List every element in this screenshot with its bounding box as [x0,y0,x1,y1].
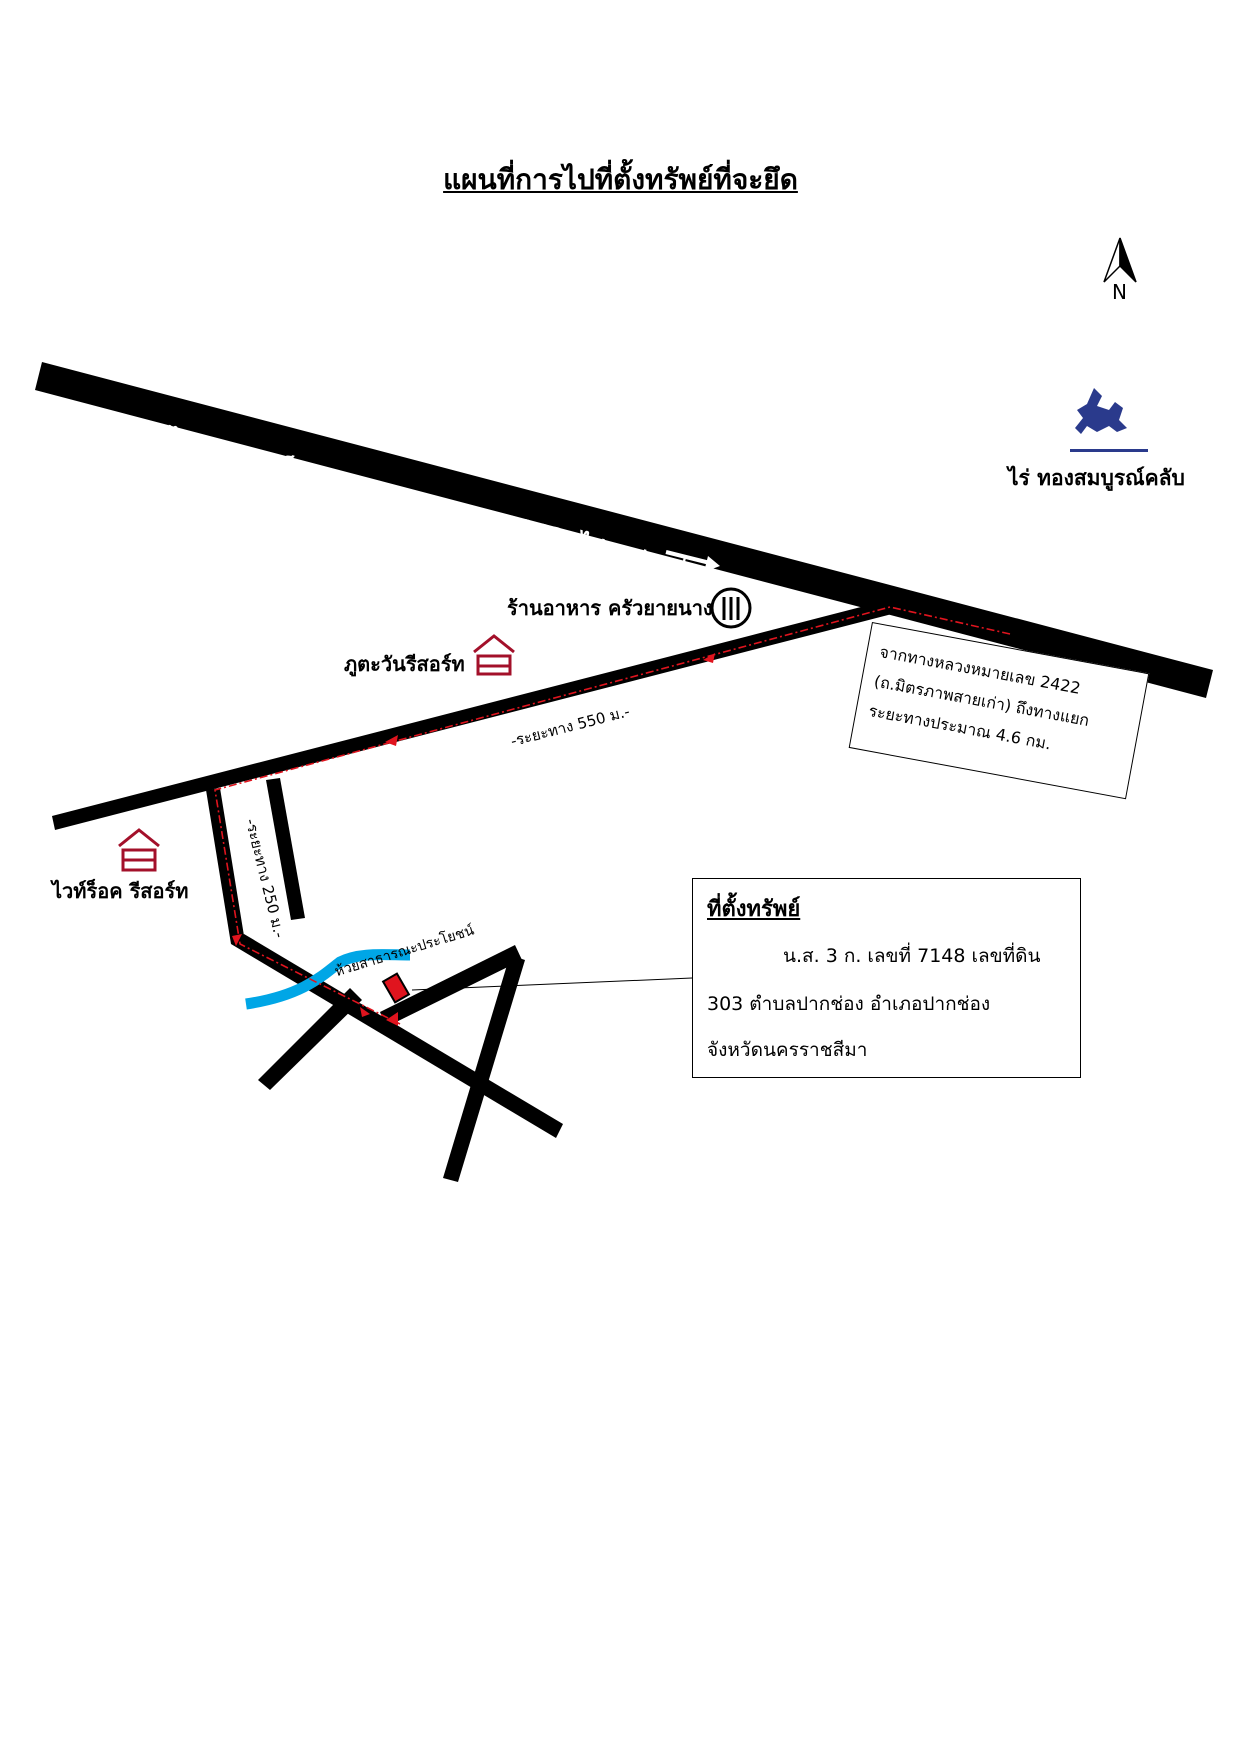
route-arrow [703,653,715,663]
property-marker [381,972,411,1004]
restaurant-icon [710,587,752,629]
stream [245,949,411,1010]
route-arrow [385,735,398,746]
property-line-2: 303 ตำบลปากช่อง อำเภอปากช่อง [707,993,991,1015]
property-title: ที่ตั้งทรัพย์ [707,897,801,922]
north-label: N [1112,280,1127,304]
arrow-left-icon [80,410,141,435]
access-road [206,788,245,944]
property-box: ที่ตั้งทรัพย์ น.ส. 3 ก. เลขที่ 7148 เลขท… [692,878,1081,1078]
cross-road-1 [258,988,362,1090]
cross-road-3 [443,955,525,1182]
hotel-icon [118,828,160,872]
restaurant-label: ร้านอาหาร ครัวยายนาง [507,596,713,620]
north-arrow-icon [1103,237,1137,283]
route-arrow [360,1007,370,1017]
branch-road [52,600,892,830]
rai-logo-icon [1070,388,1148,452]
cross-road-2 [380,945,522,1027]
hotel-icon [473,634,515,676]
highway-2243 [35,362,1213,698]
leader-line [411,977,693,991]
whiterock-resort-label: ไวท์ร็อค รีสอร์ท [52,879,189,903]
rai-label: ไร่ ทองสมบูรณ์คลับ [1008,466,1185,490]
route-line [214,606,1011,1025]
route-arrow [232,934,242,946]
property-line-1: น.ส. 3 ก. เลขที่ 7148 เลขที่ดิน [783,945,1041,967]
property-line-3: จังหวัดนครราชสีมา [707,1039,868,1061]
arrow-right-icon [665,550,720,572]
page-title: แผนที่การไปที่ตั้งทรัพย์ที่จะยึด [443,163,798,196]
route-arrow [386,1012,398,1026]
phutawan-resort-label: ภูตะวันรีสอร์ท [344,652,465,676]
side-street [266,778,305,920]
